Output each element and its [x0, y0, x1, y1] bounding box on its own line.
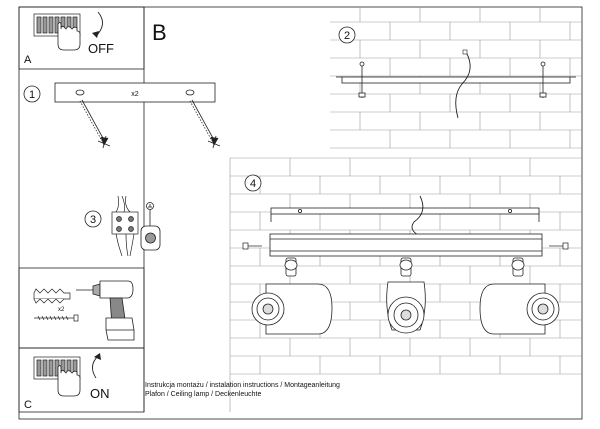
step-2-badge: [338, 26, 356, 44]
arrow-head-icon: [92, 31, 99, 38]
cable-outlet-icon: [462, 49, 468, 55]
sheet-frame: [18, 6, 583, 420]
spotlight-right: [479, 257, 560, 335]
step-4-badge: [244, 174, 262, 192]
panel-c-letter: C: [24, 399, 32, 411]
step-4: 4: [229, 157, 582, 412]
step-3: 3: [84, 195, 161, 257]
wood-screw-icon: [34, 314, 79, 322]
lamp-base: [269, 233, 543, 257]
hand-icon: [57, 22, 81, 51]
panel-c: ON C: [24, 353, 110, 411]
arrow-head-icon-c: [94, 353, 101, 360]
step-4-number: 4: [250, 178, 256, 190]
power-drill-icon: [76, 280, 135, 341]
side-screw-left-icon: [242, 242, 262, 250]
plate-quantity: x2: [131, 91, 139, 98]
power-cable: [455, 51, 471, 119]
step-2-number: 2: [344, 30, 350, 42]
panel-a: OFF A: [24, 11, 114, 66]
step-3-badge: [84, 210, 102, 228]
spotlight-center: [386, 257, 426, 334]
panel-a-letter: A: [24, 54, 32, 66]
switch-on-arrow-icon: [92, 355, 99, 379]
drill-panel: x2: [33, 280, 135, 341]
section-letter: B: [152, 20, 167, 45]
side-screw-right-icon: [549, 242, 569, 250]
hand-icon-c: [57, 365, 81, 397]
ceiling-bracket: [336, 61, 576, 98]
step-3-number: 3: [90, 214, 96, 226]
off-label: OFF: [88, 41, 114, 56]
step-2: 2: [330, 7, 582, 149]
connector-block-icon: [111, 195, 139, 257]
ground-terminal-icon: [140, 202, 161, 251]
mounting-hole-right: [185, 89, 195, 96]
mounting-plate: [54, 82, 216, 103]
spotlight-left: [251, 257, 333, 335]
screw-left-icon: [79, 99, 111, 149]
on-label: ON: [90, 386, 110, 401]
step-1-number: 1: [29, 89, 35, 101]
screw-quantity: x2: [58, 307, 65, 313]
mounting-hole-left: [75, 89, 85, 96]
caption-line-2: Plafon / Ceiling lamp / Deckenleuchte: [145, 391, 262, 398]
lamp-cable: [411, 195, 424, 237]
step-1-badge: [23, 85, 41, 103]
screw-right-icon: [189, 99, 221, 149]
caption-line-1: Instrukcja montażu / instalation instruc…: [145, 382, 340, 389]
wall-plug-icon: [33, 288, 71, 304]
mounting-bracket: [270, 207, 540, 222]
step-1: 1 x2: [23, 82, 221, 149]
